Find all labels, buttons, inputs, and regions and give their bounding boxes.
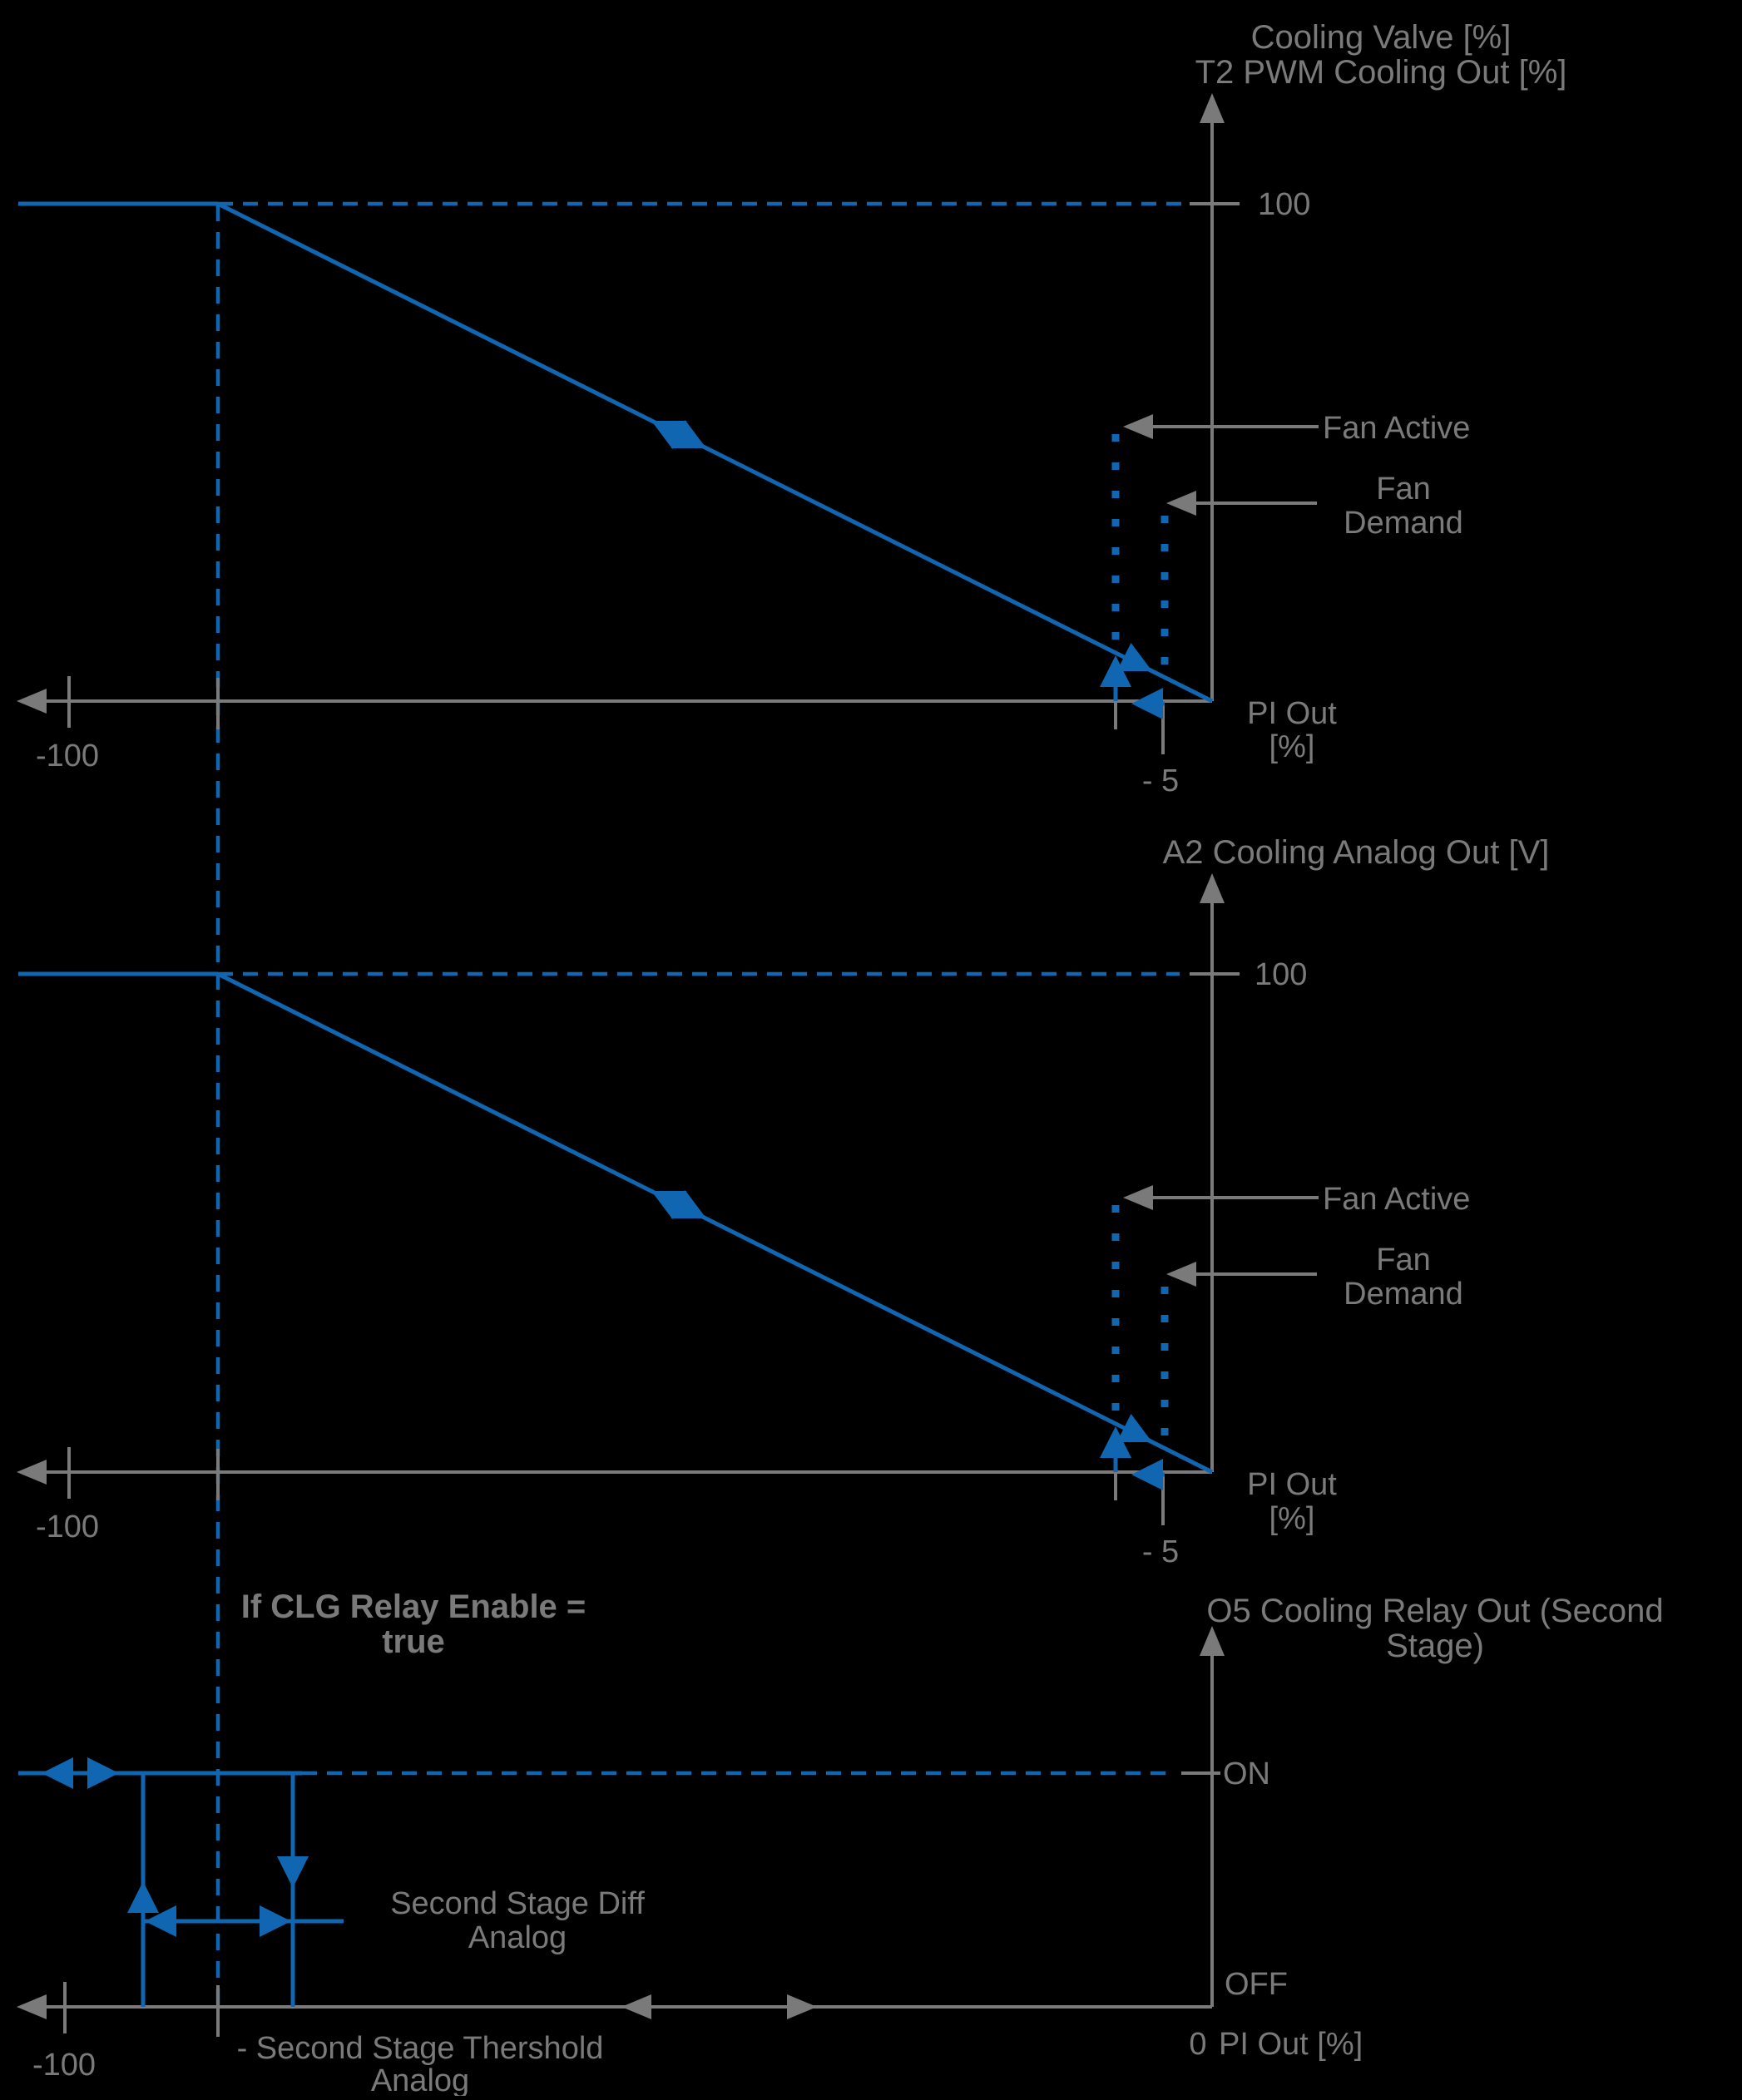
- chart2-y-100-label: 100: [1255, 957, 1307, 992]
- chart3-on-line-left-arrow-icon: [42, 1757, 73, 1789]
- chart3-off-label: OFF: [1225, 1967, 1288, 2002]
- chart1-fan-demand-arrow-icon: [1166, 491, 1196, 516]
- chart2-left-arrow-icon: [1131, 1459, 1163, 1490]
- chart1-x-minus100-label: -100: [36, 739, 99, 773]
- chart3-title-line2: Stage): [1386, 1628, 1484, 1664]
- chart3-switch-on-up-arrow-icon: [127, 1881, 159, 1913]
- chart3-condition-line1: If CLG Relay Enable =: [241, 1589, 586, 1625]
- chart1-fan-demand-label-line2: Demand: [1344, 506, 1463, 541]
- chart3-x-axis-arrow-icon: [17, 1994, 47, 2019]
- chart2-x-axis-arrow-icon: [17, 1460, 47, 1485]
- chart3-threshold-label-line2: Analog: [371, 2063, 469, 2096]
- chart3-threshold-label-line1: - Second Stage Thershold: [237, 2031, 604, 2066]
- chart2-title: A2 Cooling Analog Out [V]: [1163, 834, 1550, 871]
- chart3-on-line-right-arrow-icon: [87, 1757, 119, 1789]
- chart-pwm-cooling: Cooling Valve [%] T2 PWM Cooling Out [%]…: [17, 19, 1566, 798]
- chart2-x-axis-label-line2: [%]: [1269, 1501, 1315, 1536]
- chart1-title-line1: Cooling Valve [%]: [1251, 19, 1512, 56]
- chart1-fan-active-label: Fan Active: [1323, 411, 1470, 446]
- chart1-x-minus5-label: - 5: [1142, 763, 1179, 798]
- chart2-x-axis-label-line1: PI Out: [1247, 1467, 1337, 1502]
- chart3-y-axis-arrow-icon: [1200, 1626, 1225, 1656]
- chart3-switch-off-down-arrow-icon: [277, 1856, 309, 1888]
- chart2-diagonal-line: [216, 971, 1214, 1475]
- chart2-fan-demand-arrow-icon: [1166, 1262, 1196, 1287]
- chart3-axis-right-arrow-icon: [787, 1994, 817, 2019]
- chart1-x-axis-label-line2: [%]: [1269, 729, 1315, 764]
- chart1-title-line2: T2 PWM Cooling Out [%]: [1195, 54, 1567, 91]
- chart2-fan-demand-label-line1: Fan: [1376, 1243, 1430, 1277]
- chart3-diff-label-line1: Second Stage Diff: [390, 1886, 645, 1921]
- chart2-y-axis-arrow-icon: [1200, 873, 1225, 903]
- chart1-x-axis-arrow-icon: [17, 689, 47, 714]
- chart1-y-100-label: 100: [1258, 187, 1310, 222]
- chart2-x-minus100-label: -100: [36, 1510, 99, 1544]
- chart1-y-axis-arrow-icon: [1200, 93, 1225, 123]
- chart2-fan-active-arrow-icon: [1123, 1185, 1153, 1210]
- chart3-axis-left-arrow-icon: [621, 1994, 651, 2019]
- chart3-title-line1: O5 Cooling Relay Out (Second: [1206, 1593, 1663, 1629]
- chart1-left-arrow-icon: [1131, 688, 1163, 719]
- chart3-x-zero-label: 0: [1189, 2027, 1206, 2062]
- chart1-fan-active-arrow-icon: [1123, 414, 1153, 439]
- chart3-diff-label-line2: Analog: [468, 1920, 567, 1955]
- chart3-diff-right-arrow-icon: [260, 1905, 291, 1937]
- chart2-x-minus5-label: - 5: [1142, 1534, 1179, 1569]
- chart1-x-axis-label-line1: PI Out: [1247, 696, 1337, 731]
- chart3-condition-line2: true: [382, 1623, 445, 1660]
- chart3-on-label: ON: [1223, 1757, 1270, 1791]
- chart-analog-cooling: A2 Cooling Analog Out [V] 100 -100 - 5 P…: [17, 834, 1549, 1569]
- chart3-x-minus100-label: -100: [32, 2048, 96, 2083]
- chart2-fan-demand-label-line2: Demand: [1344, 1277, 1463, 1312]
- chart2-fan-active-label: Fan Active: [1323, 1182, 1470, 1217]
- chart3-x-axis-label: PI Out [%]: [1219, 2027, 1363, 2062]
- chart1-fan-demand-label-line1: Fan: [1376, 472, 1430, 506]
- chart-relay-second-stage: If CLG Relay Enable = true O5 Cooling Re…: [17, 1589, 1664, 2098]
- chart1-diagonal-line: [216, 201, 1214, 704]
